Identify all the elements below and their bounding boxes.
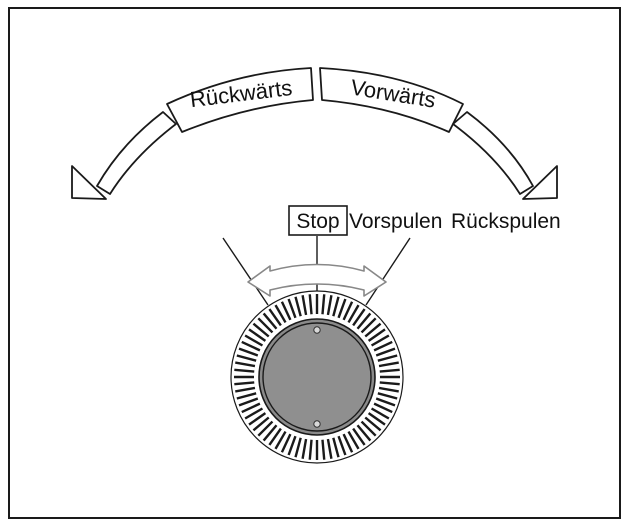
knob-grip-tick (301, 295, 308, 316)
knob-grip-tick (332, 437, 340, 458)
knob-grip-tick (321, 294, 326, 315)
knob-grip-tick (244, 407, 264, 420)
knob-grip-tick (367, 412, 386, 426)
knob-grip-tick (337, 435, 347, 456)
knob-grip-tick (352, 427, 366, 446)
knob-grip-tick (287, 298, 297, 319)
knob-grip-tick (257, 317, 274, 334)
arc-segment-far-left (96, 111, 177, 195)
knob-grip-tick (347, 304, 360, 324)
knob-grip-tick (375, 347, 396, 357)
knob-grip-tick (332, 296, 340, 317)
knob-grip-tick (252, 322, 270, 338)
knob-grip-tick (326, 438, 333, 459)
knob-grip-tick (364, 416, 382, 432)
direction-arc: Rückwärts Vorwärts (71, 67, 558, 200)
knob-marker-dot-bottom (313, 420, 321, 428)
knob-grip-tick (356, 424, 372, 442)
knob-grip-tick (342, 301, 354, 321)
knob-grip-tick (370, 334, 390, 347)
knob-grip-tick (262, 312, 278, 330)
knob-grip-tick (244, 334, 264, 347)
label-vorspulen: Vorspulen (349, 210, 442, 233)
knob-grip-tick (367, 328, 386, 342)
stop-label-box (288, 205, 348, 236)
knob-grip-tick (287, 435, 297, 456)
knob-grip-tick (241, 340, 261, 352)
knob-grip-tick (373, 402, 393, 414)
knob-grip-tick (252, 416, 270, 432)
arc-segment-far-right (452, 111, 534, 195)
knob-grip-tick (321, 439, 326, 460)
knob-grip-tick (370, 407, 390, 420)
knob-grip-tick (235, 361, 256, 368)
knob-grip-tick (268, 427, 282, 446)
knob-grip-tick (274, 430, 287, 450)
arc-arrowhead-right (522, 165, 558, 200)
knob-grip-tick (274, 304, 287, 324)
knob-grip-tick (248, 412, 267, 426)
arc-segment-vorwaerts (319, 67, 464, 133)
knob-grip-tick (364, 322, 382, 338)
knob-grip-tick (262, 424, 278, 442)
knob-grip-tick (360, 420, 377, 437)
knob-grip-tick (373, 340, 393, 352)
knob-grip-tick (352, 308, 366, 327)
knob-grip-tick (280, 433, 292, 453)
knob-grip-tick (248, 328, 267, 342)
knob-face (262, 322, 372, 432)
knob-grip-tick (342, 433, 354, 453)
knob-grip-tick (375, 397, 396, 407)
knob-grip-tick (356, 312, 372, 330)
jog-dial-knob (230, 290, 404, 464)
knob-grip-tick (236, 354, 257, 362)
knob-grip-tick (379, 368, 400, 373)
knob-grip-tick (326, 295, 333, 316)
knob-grip-tick (347, 430, 360, 450)
knob-grip-tick (234, 368, 255, 373)
knob-grip-ticks (234, 294, 400, 460)
knob-grip-tick (377, 392, 398, 400)
leader-line-right (365, 237, 411, 306)
knob-grip-tick (236, 392, 257, 400)
mode-labels: Stop Vorspulen Rückspulen (288, 205, 561, 236)
knob-grip-tick (241, 402, 261, 414)
knob-grip-tick (337, 298, 347, 319)
knob-grip-tick (238, 397, 259, 407)
arc-arrowhead-left (71, 165, 107, 200)
knob-grip-tick (280, 301, 292, 321)
knob-grip-tick (257, 420, 274, 437)
knob-grip-tick (294, 437, 302, 458)
knob-grip-tick (294, 296, 302, 317)
knob-grip-tick (235, 386, 256, 393)
label-rueckspulen: Rückspulen (451, 210, 561, 233)
knob-grip-tick (301, 438, 308, 459)
knob-marker-dot-top (313, 326, 321, 334)
arc-segment-rueckwaerts (166, 67, 314, 133)
knob-grip-tick (238, 347, 259, 357)
knob-grip-tick (308, 439, 313, 460)
knob-grip-tick (268, 308, 282, 327)
knob-grip-tick (379, 381, 400, 386)
knob-grip-tick (308, 294, 313, 315)
knob-grip-tick (378, 386, 399, 393)
knob-grip-tick (377, 354, 398, 362)
knob-grip-tick (360, 317, 377, 334)
label-stop: Stop (296, 210, 339, 233)
knob-grip-tick (234, 381, 255, 386)
leader-line-left (222, 237, 269, 306)
turn-direction-arrow (247, 263, 387, 297)
knob-grip-tick (378, 361, 399, 368)
